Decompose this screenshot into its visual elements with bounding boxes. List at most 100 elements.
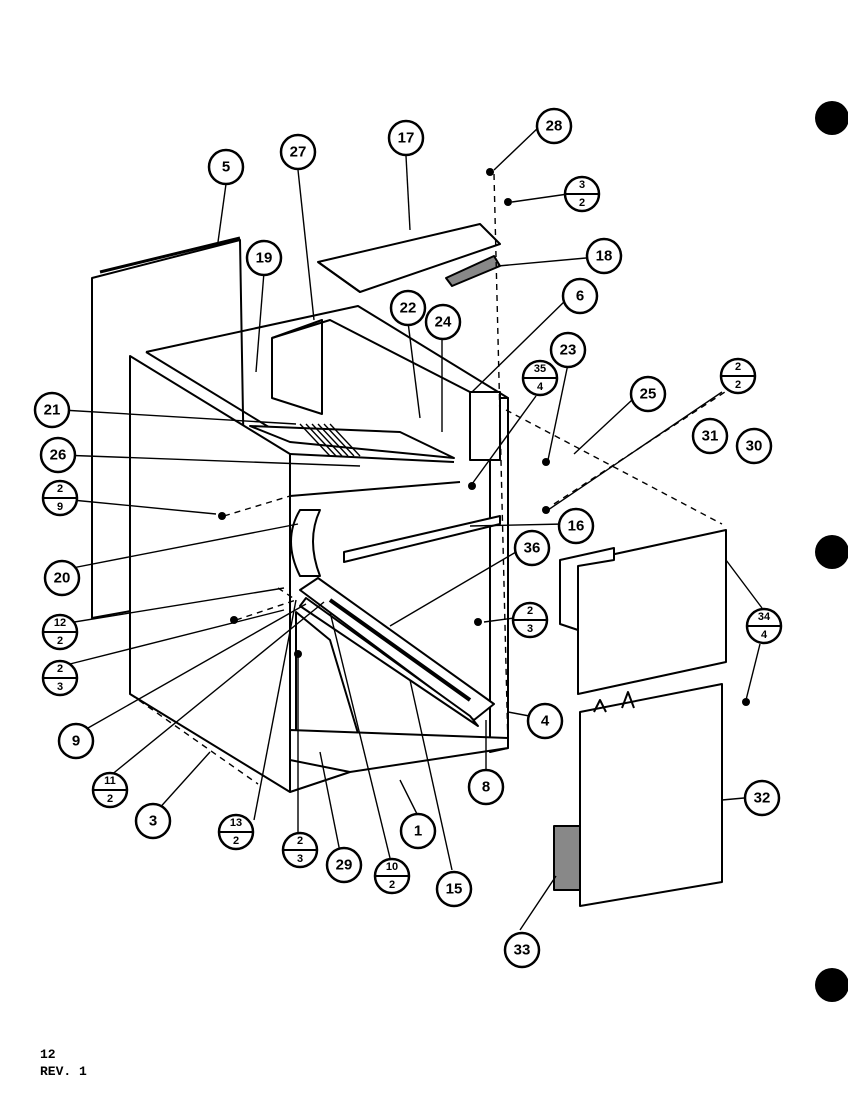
fraction-callout-12-2: 12 2 bbox=[41, 613, 79, 651]
blower-wheel-20 bbox=[290, 509, 321, 577]
callout-30: 30 bbox=[735, 427, 773, 465]
callout-26: 26 bbox=[39, 436, 77, 474]
fraction-callout-2-3-a: 2 3 bbox=[511, 601, 549, 639]
svg-text:2: 2 bbox=[389, 879, 395, 891]
svg-text:35: 35 bbox=[534, 363, 546, 375]
svg-text:28: 28 bbox=[546, 118, 563, 135]
fraction-callout-3-2: 3 2 bbox=[563, 175, 601, 213]
binder-hole-middle bbox=[815, 535, 848, 569]
svg-text:15: 15 bbox=[446, 881, 463, 898]
svg-text:24: 24 bbox=[435, 314, 452, 331]
svg-text:33: 33 bbox=[514, 942, 531, 959]
cabinet-drawing bbox=[91, 173, 729, 907]
panel-32 bbox=[579, 683, 723, 907]
callout-23: 23 bbox=[549, 331, 587, 369]
base-1 bbox=[289, 729, 509, 773]
svg-text:2: 2 bbox=[233, 835, 239, 847]
leader-lines bbox=[59, 125, 763, 931]
svg-text:36: 36 bbox=[524, 540, 541, 557]
svg-text:21: 21 bbox=[44, 402, 61, 419]
callout-22: 22 bbox=[389, 289, 427, 327]
callout-28: 28 bbox=[535, 107, 573, 145]
fraction-callout-10-2: 10 2 bbox=[373, 857, 411, 895]
callout-17: 17 bbox=[387, 119, 425, 157]
svg-text:17: 17 bbox=[398, 130, 415, 147]
callout-4: 4 bbox=[526, 702, 564, 740]
fraction-callout-35-4: 35 4 bbox=[521, 359, 559, 397]
callout-8: 8 bbox=[467, 768, 505, 806]
callout-6: 6 bbox=[561, 277, 599, 315]
svg-text:18: 18 bbox=[596, 248, 613, 265]
filter-33 bbox=[553, 825, 581, 891]
svg-text:13: 13 bbox=[230, 817, 242, 829]
svg-text:2: 2 bbox=[107, 793, 113, 805]
callout-18: 18 bbox=[585, 237, 623, 275]
callout-19: 19 bbox=[245, 239, 283, 277]
svg-text:4: 4 bbox=[537, 381, 544, 393]
svg-text:8: 8 bbox=[482, 779, 490, 796]
callout-16: 16 bbox=[557, 507, 595, 545]
svg-text:32: 32 bbox=[754, 790, 771, 807]
binder-hole-top bbox=[815, 101, 848, 135]
svg-text:4: 4 bbox=[761, 629, 768, 641]
fraction-callout-2-9: 2 9 bbox=[41, 479, 79, 517]
svg-text:2: 2 bbox=[735, 361, 741, 373]
filter-31 bbox=[559, 547, 615, 631]
svg-text:23: 23 bbox=[560, 342, 577, 359]
callout-15: 15 bbox=[435, 870, 473, 908]
svg-text:6: 6 bbox=[576, 288, 584, 305]
revision-label: REV. 1 bbox=[40, 1064, 87, 1079]
svg-text:3: 3 bbox=[297, 853, 303, 865]
panel-6 bbox=[469, 391, 501, 461]
svg-text:9: 9 bbox=[57, 501, 63, 513]
svg-text:31: 31 bbox=[702, 428, 719, 445]
fraction-callout-11-2: 11 2 bbox=[91, 771, 129, 809]
callout-32: 32 bbox=[743, 779, 781, 817]
svg-text:16: 16 bbox=[568, 518, 585, 535]
svg-text:34: 34 bbox=[758, 611, 771, 623]
fraction-callout-2-3-c: 2 3 bbox=[281, 831, 319, 869]
svg-text:2: 2 bbox=[57, 635, 63, 647]
svg-text:2: 2 bbox=[735, 379, 741, 391]
coil-fins bbox=[299, 423, 361, 457]
svg-text:2: 2 bbox=[57, 663, 63, 675]
fraction-callout-13-2: 13 2 bbox=[217, 813, 255, 851]
svg-text:12: 12 bbox=[54, 617, 66, 629]
callout-27: 27 bbox=[279, 133, 317, 171]
svg-text:29: 29 bbox=[336, 857, 353, 874]
svg-text:26: 26 bbox=[50, 447, 67, 464]
callout-33: 33 bbox=[503, 931, 541, 969]
svg-text:22: 22 bbox=[400, 300, 417, 317]
callout-21: 21 bbox=[33, 391, 71, 429]
cabinet-side-3 bbox=[129, 355, 291, 793]
svg-text:25: 25 bbox=[640, 386, 657, 403]
shelf-26 bbox=[249, 425, 455, 459]
svg-text:19: 19 bbox=[256, 250, 273, 267]
rail-16 bbox=[343, 515, 501, 563]
callout-1: 1 bbox=[399, 812, 437, 850]
svg-text:1: 1 bbox=[414, 823, 422, 840]
svg-text:11: 11 bbox=[104, 775, 116, 787]
binder-hole-bottom bbox=[815, 968, 848, 1002]
svg-text:20: 20 bbox=[54, 570, 71, 587]
svg-text:4: 4 bbox=[541, 713, 550, 730]
panel-30 bbox=[577, 529, 727, 695]
page-number: 12 bbox=[40, 1047, 56, 1062]
svg-text:2: 2 bbox=[57, 483, 63, 495]
svg-text:9: 9 bbox=[72, 733, 80, 750]
svg-text:3: 3 bbox=[149, 813, 157, 830]
svg-text:3: 3 bbox=[57, 681, 63, 693]
callout-9: 9 bbox=[57, 722, 95, 760]
svg-text:10: 10 bbox=[386, 861, 398, 873]
svg-text:2: 2 bbox=[579, 197, 585, 209]
svg-text:5: 5 bbox=[222, 159, 230, 176]
fraction-callout-2-2: 2 2 bbox=[719, 357, 757, 395]
callout-25: 25 bbox=[629, 375, 667, 413]
svg-text:3: 3 bbox=[579, 179, 585, 191]
screws bbox=[218, 168, 750, 706]
fraction-callout-2-3-b: 2 3 bbox=[41, 659, 79, 697]
svg-text:30: 30 bbox=[746, 438, 763, 455]
svg-text:27: 27 bbox=[290, 144, 307, 161]
fraction-callout-34-4: 34 4 bbox=[745, 607, 783, 645]
